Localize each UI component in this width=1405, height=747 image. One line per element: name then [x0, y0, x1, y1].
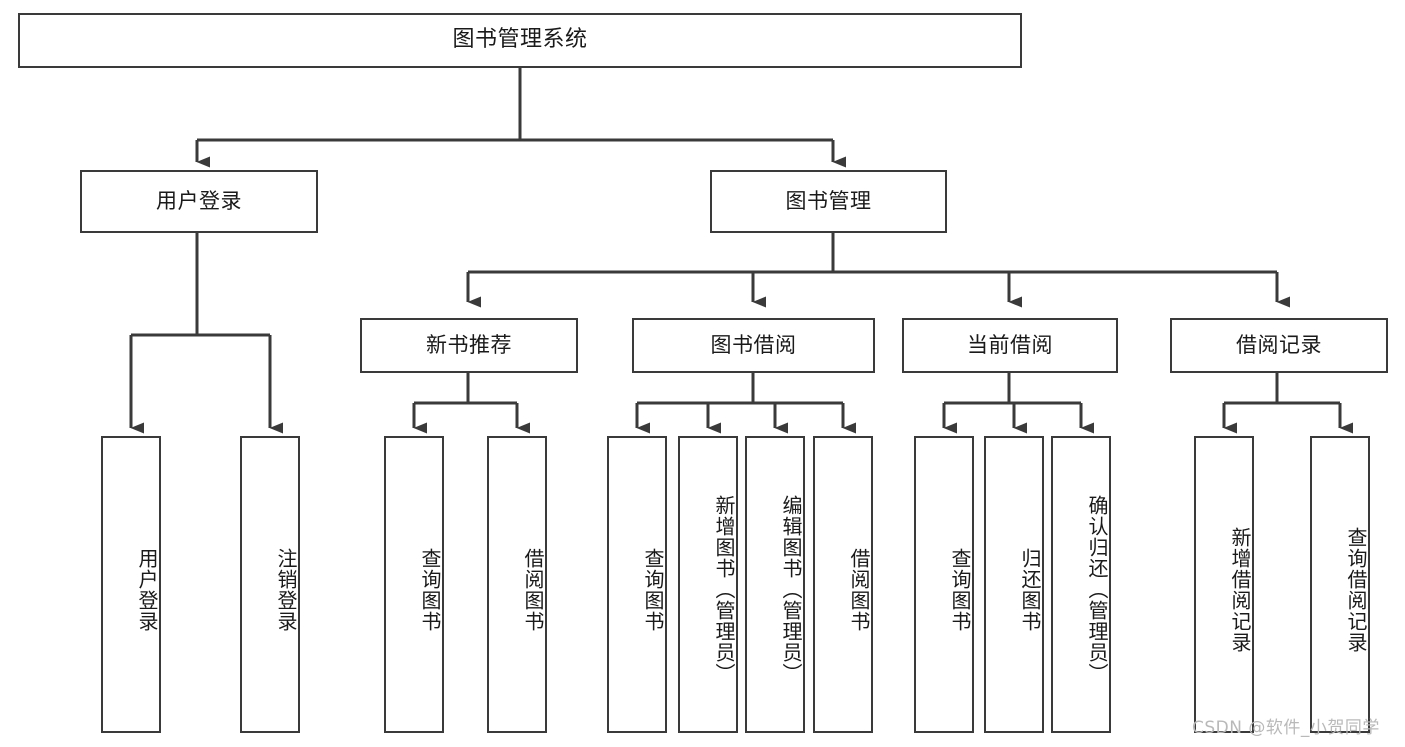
node-leaf-confirm-return-admin-label: 确认归还（管理员） — [1085, 495, 1109, 684]
node-user-login[interactable]: 用户登录 — [80, 170, 318, 233]
node-root[interactable]: 图书管理系统 — [18, 13, 1022, 68]
node-leaf-add-book-admin[interactable]: 新增图书（管理员） — [678, 436, 738, 733]
node-leaf-query-book-3-label: 查询图书 — [948, 547, 972, 632]
node-leaf-add-book-admin-label: 新增图书（管理员） — [712, 495, 736, 684]
node-current-borrow[interactable]: 当前借阅 — [902, 318, 1118, 373]
node-leaf-query-book-1-label: 查询图书 — [418, 547, 442, 632]
node-leaf-add-borrow-record[interactable]: 新增借阅记录 — [1194, 436, 1254, 733]
node-leaf-logout-login-label: 注销登录 — [274, 547, 298, 632]
node-leaf-query-book-2[interactable]: 查询图书 — [607, 436, 667, 733]
node-borrow-record[interactable]: 借阅记录 — [1170, 318, 1388, 373]
node-leaf-borrow-book-1-label: 借阅图书 — [521, 547, 545, 632]
node-leaf-query-book-3[interactable]: 查询图书 — [914, 436, 974, 733]
node-leaf-query-borrow-record[interactable]: 查询借阅记录 — [1310, 436, 1370, 733]
node-root-label: 图书管理系统 — [452, 27, 588, 53]
node-leaf-return-book[interactable]: 归还图书 — [984, 436, 1044, 733]
node-leaf-return-book-label: 归还图书 — [1018, 547, 1042, 632]
node-leaf-borrow-book-1[interactable]: 借阅图书 — [487, 436, 547, 733]
node-leaf-query-borrow-record-label: 查询借阅记录 — [1344, 526, 1368, 653]
node-new-book-recommend-label: 新书推荐 — [426, 332, 512, 357]
node-book-borrow[interactable]: 图书借阅 — [632, 318, 875, 373]
node-leaf-edit-book-admin[interactable]: 编辑图书（管理员） — [745, 436, 805, 733]
node-leaf-confirm-return-admin[interactable]: 确认归还（管理员） — [1051, 436, 1111, 733]
node-leaf-edit-book-admin-label: 编辑图书（管理员） — [779, 495, 803, 684]
node-current-borrow-label: 当前借阅 — [967, 332, 1053, 357]
node-user-login-label: 用户登录 — [156, 188, 242, 213]
node-book-borrow-label: 图书借阅 — [710, 332, 797, 357]
node-book-management-label: 图书管理 — [785, 188, 872, 213]
node-book-management[interactable]: 图书管理 — [710, 170, 947, 233]
node-new-book-recommend[interactable]: 新书推荐 — [360, 318, 578, 373]
node-leaf-user-login[interactable]: 用户登录 — [101, 436, 161, 733]
watermark-text: CSDN @软件_小贺同学 — [1192, 718, 1380, 738]
node-leaf-borrow-book-2[interactable]: 借阅图书 — [813, 436, 873, 733]
node-leaf-user-login-label: 用户登录 — [135, 547, 159, 632]
node-leaf-query-book-2-label: 查询图书 — [641, 547, 665, 632]
node-leaf-add-borrow-record-label: 新增借阅记录 — [1228, 526, 1252, 653]
node-leaf-borrow-book-2-label: 借阅图书 — [847, 547, 871, 632]
node-leaf-query-book-1[interactable]: 查询图书 — [384, 436, 444, 733]
node-borrow-record-label: 借阅记录 — [1236, 332, 1322, 357]
node-leaf-logout-login[interactable]: 注销登录 — [240, 436, 300, 733]
